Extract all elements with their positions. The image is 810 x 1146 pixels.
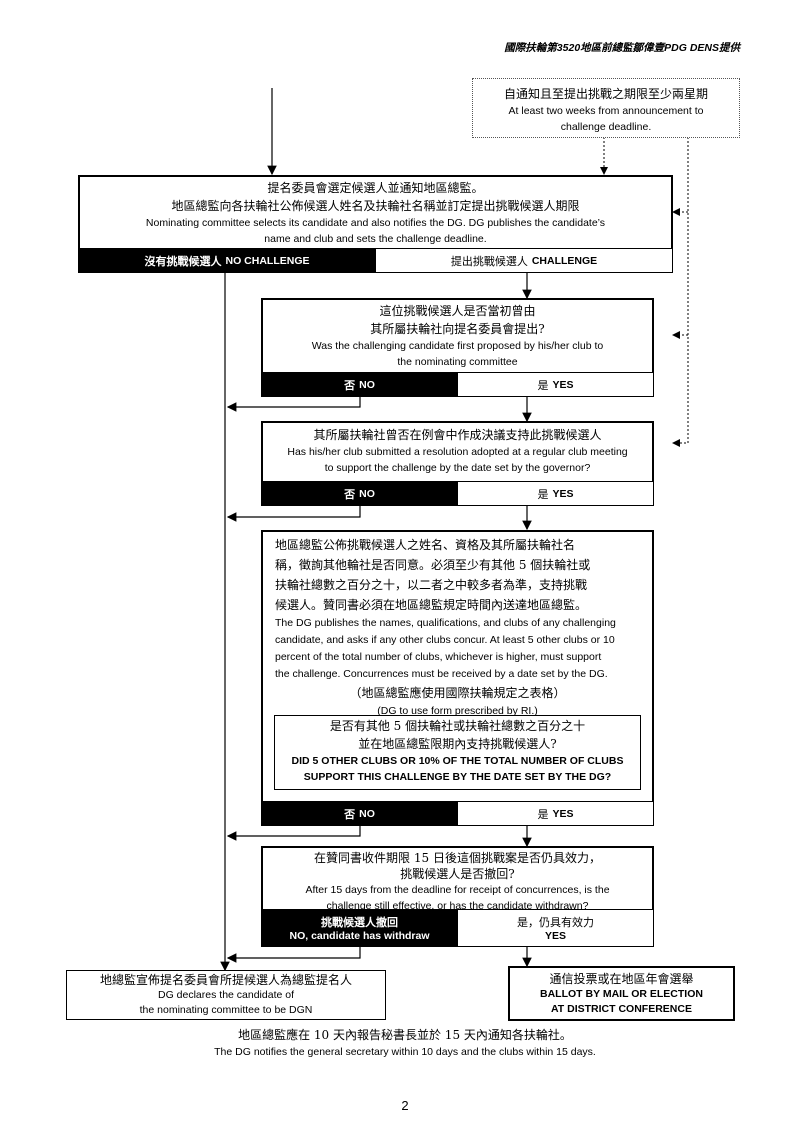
page-header: 國際扶輪第3520地區前總監鄒偉壹PDG DENS提供 xyxy=(504,42,740,54)
box4-inner-zh-2: 並在地區總監限期內支持挑戰候選人? xyxy=(358,737,557,751)
notice-zh: 自通知且至提出挑戰之期限至少兩星期 xyxy=(503,87,708,101)
box5-zh-1: 在贊同書收件期限 15 日後這個挑戰案是否仍具效力， xyxy=(314,851,601,865)
concurrence-box: 地區總監公佈挑戰候選人之姓名、資格及其所屬扶輪社名 稱，徵詢其他輪社是否同意。必… xyxy=(261,530,654,826)
first-proposed-box: 這位挑戰候選人是否當初曾由 其所屬扶輪社向提名委員會提出? Was the ch… xyxy=(261,298,654,397)
box4-en-3: percent of the total number of clubs, wh… xyxy=(275,651,602,663)
nominating-committee-box: 提名委員會選定候選人並通知地區總監。 地區總監向各扶輪社公佈候選人姓名及扶輪社名… xyxy=(78,175,673,273)
dg-declares-box: 地總監宣佈提名委員會所提候選人為總監提名人 DG declares the ca… xyxy=(66,970,386,1020)
result-right-en-2: AT DISTRICT CONFERENCE xyxy=(551,1003,692,1015)
box2-en-2: the nominating committee xyxy=(397,356,518,368)
box4-inner-en-1: DID 5 OTHER CLUBS OR 10% OF THE TOTAL NU… xyxy=(291,755,624,767)
box4-zh-4: 候選人。贊同書必須在地區總監規定時間內送達地區總監。 xyxy=(275,598,588,612)
notice-en-2: challenge deadline. xyxy=(560,121,652,133)
box4-inner-zh-1: 是否有其他 5 個扶輪社或扶輪社總數之百分之十 xyxy=(329,719,586,733)
ballot-box: 通信投票或在地區年會選舉 BALLOT BY MAIL OR ELECTION … xyxy=(508,966,735,1021)
box5-zh-2: 挑戰候選人是否撤回? xyxy=(400,867,515,881)
notice-en-1: At least two weeks from announcement to xyxy=(508,105,704,117)
footer-en: The DG notifies the general secretary wi… xyxy=(214,1046,596,1058)
page-number: 2 xyxy=(401,1098,409,1113)
result-right-zh: 通信投票或在地區年會選舉 xyxy=(549,972,694,986)
dotted-side-connector xyxy=(672,137,689,447)
box2-zh-2: 其所屬扶輪社向提名委員會提出? xyxy=(370,322,545,336)
box4-en-2: candidate, and asks if any other clubs c… xyxy=(275,634,615,646)
box4-zh-2: 稱，徵詢其他輪社是否同意。必須至少有其他 5 個扶輪社或 xyxy=(275,558,591,572)
box1-zh-1: 提名委員會選定候選人並通知地區總監。 xyxy=(267,181,484,195)
result-left-zh: 地總監宣佈提名委員會所提候選人為總監提名人 xyxy=(99,973,352,987)
box4-en-1: The DG publishes the names, qualificatio… xyxy=(275,617,616,629)
box1-en-1: Nominating committee selects its candida… xyxy=(145,217,606,229)
box1-zh-2: 地區總監向各扶輪社公佈候選人姓名及扶輪社名稱並訂定提出挑戰候選人期限 xyxy=(171,199,580,213)
box1-en-2: name and club and sets the challenge dea… xyxy=(264,233,487,245)
footer-zh: 地區總監應在 10 天內報告秘書長並於 15 天內通知各扶輪社。 xyxy=(238,1028,572,1042)
still-effective-box: 在贊同書收件期限 15 日後這個挑戰案是否仍具效力， 挑戰候選人是否撤回? Af… xyxy=(261,846,654,947)
box3-en-1: Has his/her club submitted a resolution … xyxy=(287,446,628,458)
footer-note: 地區總監應在 10 天內報告秘書長並於 15 天內通知各扶輪社。 The DG … xyxy=(0,1026,810,1060)
box3-zh-1: 其所屬扶輪社曾否在例會中作成決議支持此挑戰候選人 xyxy=(313,428,602,442)
box5-en-1: After 15 days from the deadline for rece… xyxy=(305,884,610,896)
box2-zh-1: 這位挑戰候選人是否當初曾由 xyxy=(379,304,536,318)
box2-en-1: Was the challenging candidate first prop… xyxy=(311,340,604,352)
five-clubs-question-box: 是否有其他 5 個扶輪社或扶輪社總數之百分之十 並在地區總監限期內支持挑戰候選人… xyxy=(274,715,641,790)
box4-en-4: the challenge. Concurrences must be rece… xyxy=(275,668,608,680)
box4-inner-en-2: SUPPORT THIS CHALLENGE BY THE DATE SET B… xyxy=(303,771,612,783)
box4-zh-1: 地區總監公佈挑戰候選人之姓名、資格及其所屬扶輪社名 xyxy=(275,538,576,552)
box4-form-zh: （地區總監應使用國際扶輪規定之表格） xyxy=(349,686,566,700)
box3-en-2: to support the challenge by the date set… xyxy=(324,462,591,474)
result-left-en-2: the nominating committee to be DGN xyxy=(139,1004,313,1016)
notice-box: 自通知且至提出挑戰之期限至少兩星期 At least two weeks fro… xyxy=(472,78,740,138)
box4-form-en: (DG to use form prescribed by RI.) xyxy=(377,705,538,717)
box4-zh-3: 扶輪社總數之百分之十，以二者之中較多者為準，支持挑戰 xyxy=(275,578,588,592)
result-right-en-1: BALLOT BY MAIL OR ELECTION xyxy=(540,988,703,1000)
result-left-en-1: DG declares the candidate of xyxy=(158,989,294,1001)
club-resolution-box: 其所屬扶輪社曾否在例會中作成決議支持此挑戰候選人 Has his/her clu… xyxy=(261,421,654,506)
